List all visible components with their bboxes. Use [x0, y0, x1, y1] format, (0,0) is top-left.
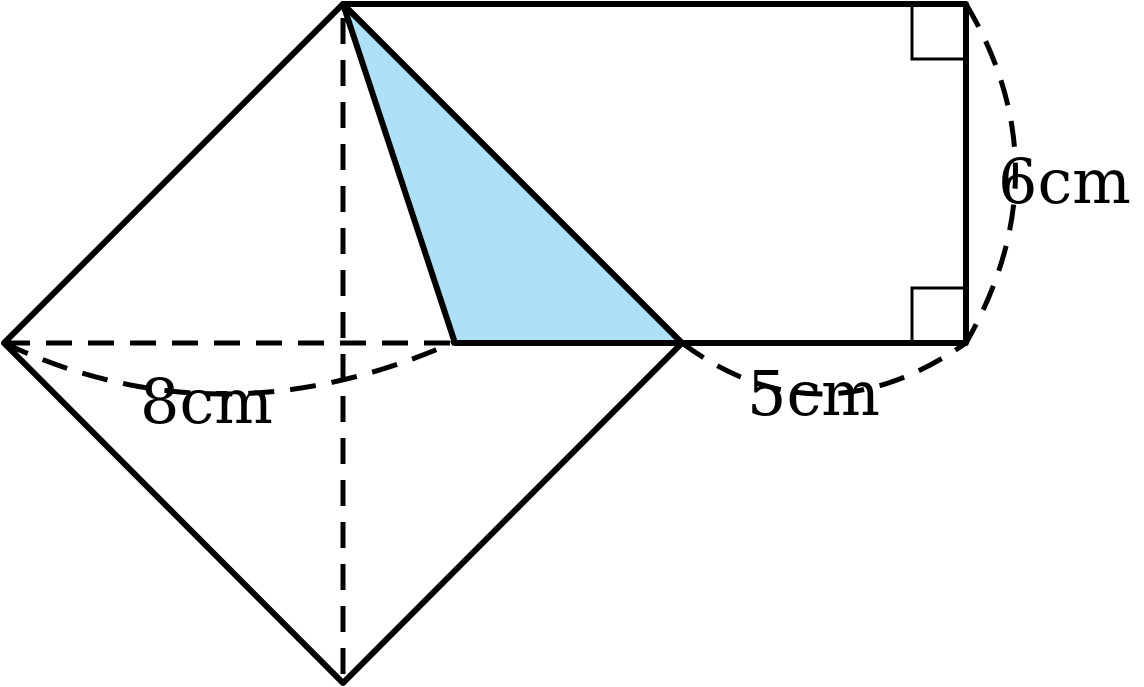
- right-angle-marker-top: [910, 4, 966, 61]
- right-angle-marker-bottom: [910, 286, 966, 343]
- rectangle: [340, 1, 969, 346]
- arc-5cm: [680, 340, 968, 397]
- label-mask-8cm: [136, 362, 294, 432]
- label-mask-5cm: [742, 356, 900, 426]
- arc-6cm: [963, 2, 1018, 345]
- square: [1, 1, 685, 686]
- label-5cm: 5cm: [747, 357, 880, 430]
- label-6cm: 6cm: [998, 145, 1131, 218]
- arc-8cm: [2, 340, 454, 397]
- label-8cm: 8cm: [140, 365, 273, 438]
- label-mask-6cm: [994, 140, 1144, 210]
